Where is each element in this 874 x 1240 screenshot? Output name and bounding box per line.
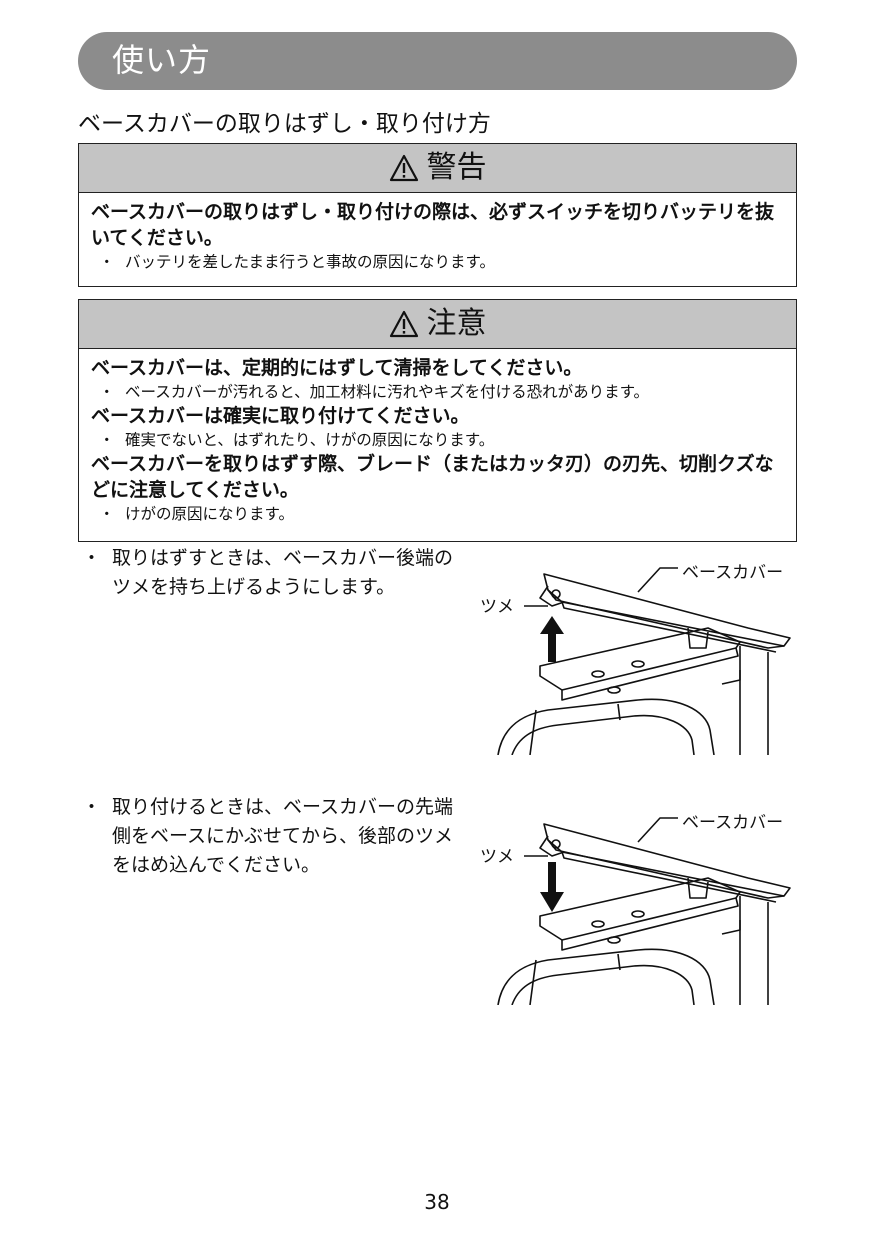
caution-item-sub: ・確実でないと、はずれたり、けがの原因になります。 <box>99 431 495 449</box>
cover-label: ベースカバー <box>682 813 783 833</box>
cover-label: ベースカバー <box>682 563 783 583</box>
bullet: ・ <box>82 547 102 569</box>
warning-sub-text: ・バッテリを差したまま行うと事故の原因になります。 <box>99 253 495 271</box>
page-number: 38 <box>424 1190 450 1214</box>
warning-triangle-icon <box>389 154 418 182</box>
base-cover-attachment-figure: ベースカバー ツメ <box>480 813 791 1005</box>
header-bar: 使い方 <box>78 32 797 90</box>
caution-label: 注意 <box>426 306 487 341</box>
instruction-text: 取りはずすときは、ベースカバー後端のツメを持ち上げるようにします。 <box>112 547 454 598</box>
caution-item-sub: ・けがの原因になります。 <box>99 505 294 523</box>
warning-header: 警告 <box>79 144 796 193</box>
caution-item-main: ベースカバーは確実に取り付けてください。 <box>91 405 470 427</box>
page-title: 使い方 <box>112 41 212 79</box>
base-cover-removal-figure: ベースカバー ツメ <box>480 563 791 755</box>
instruction-text: 取り付けるときは、ベースカバーの先端側をベースにかぶせてから、後部のツメをはめ込… <box>112 796 454 876</box>
caution-header: 注意 <box>79 300 796 349</box>
claw-label: ツメ <box>480 597 514 617</box>
section-title: ベースカバーの取りはずし・取り付け方 <box>78 111 491 137</box>
caution-triangle-icon <box>389 310 418 338</box>
instruction-attach: ・ 取り付けるときは、ベースカバーの先端側をベースにかぶせてから、後部のツメをは… <box>82 793 462 880</box>
caution-box: 注意 ベースカバーは、定期的にはずして清掃をしてください。 ・ベースカバーが汚れ… <box>78 299 797 542</box>
caution-item-main: ベースカバーは、定期的にはずして清掃をしてください。 <box>91 357 583 379</box>
caution-item-main: ベースカバーを取りはずす際、ブレード（またはカッタ刃）の刃先、切削クズなどに注意… <box>91 453 774 501</box>
warning-main-text: ベースカバーの取りはずし・取り付けの際は、必ずスイッチを切りバッテリを抜いてくだ… <box>91 201 775 249</box>
instruction-remove: ・ 取りはずすときは、ベースカバー後端のツメを持ち上げるようにします。 <box>82 544 462 602</box>
warning-label: 警告 <box>426 150 487 185</box>
warning-box: 警告 ベースカバーの取りはずし・取り付けの際は、必ずスイッチを切りバッテリを抜い… <box>78 143 797 287</box>
claw-label: ツメ <box>480 847 514 867</box>
caution-item-sub: ・ベースカバーが汚れると、加工材料に汚れやキズを付ける恐れがあります。 <box>99 383 650 401</box>
bullet: ・ <box>82 796 102 818</box>
